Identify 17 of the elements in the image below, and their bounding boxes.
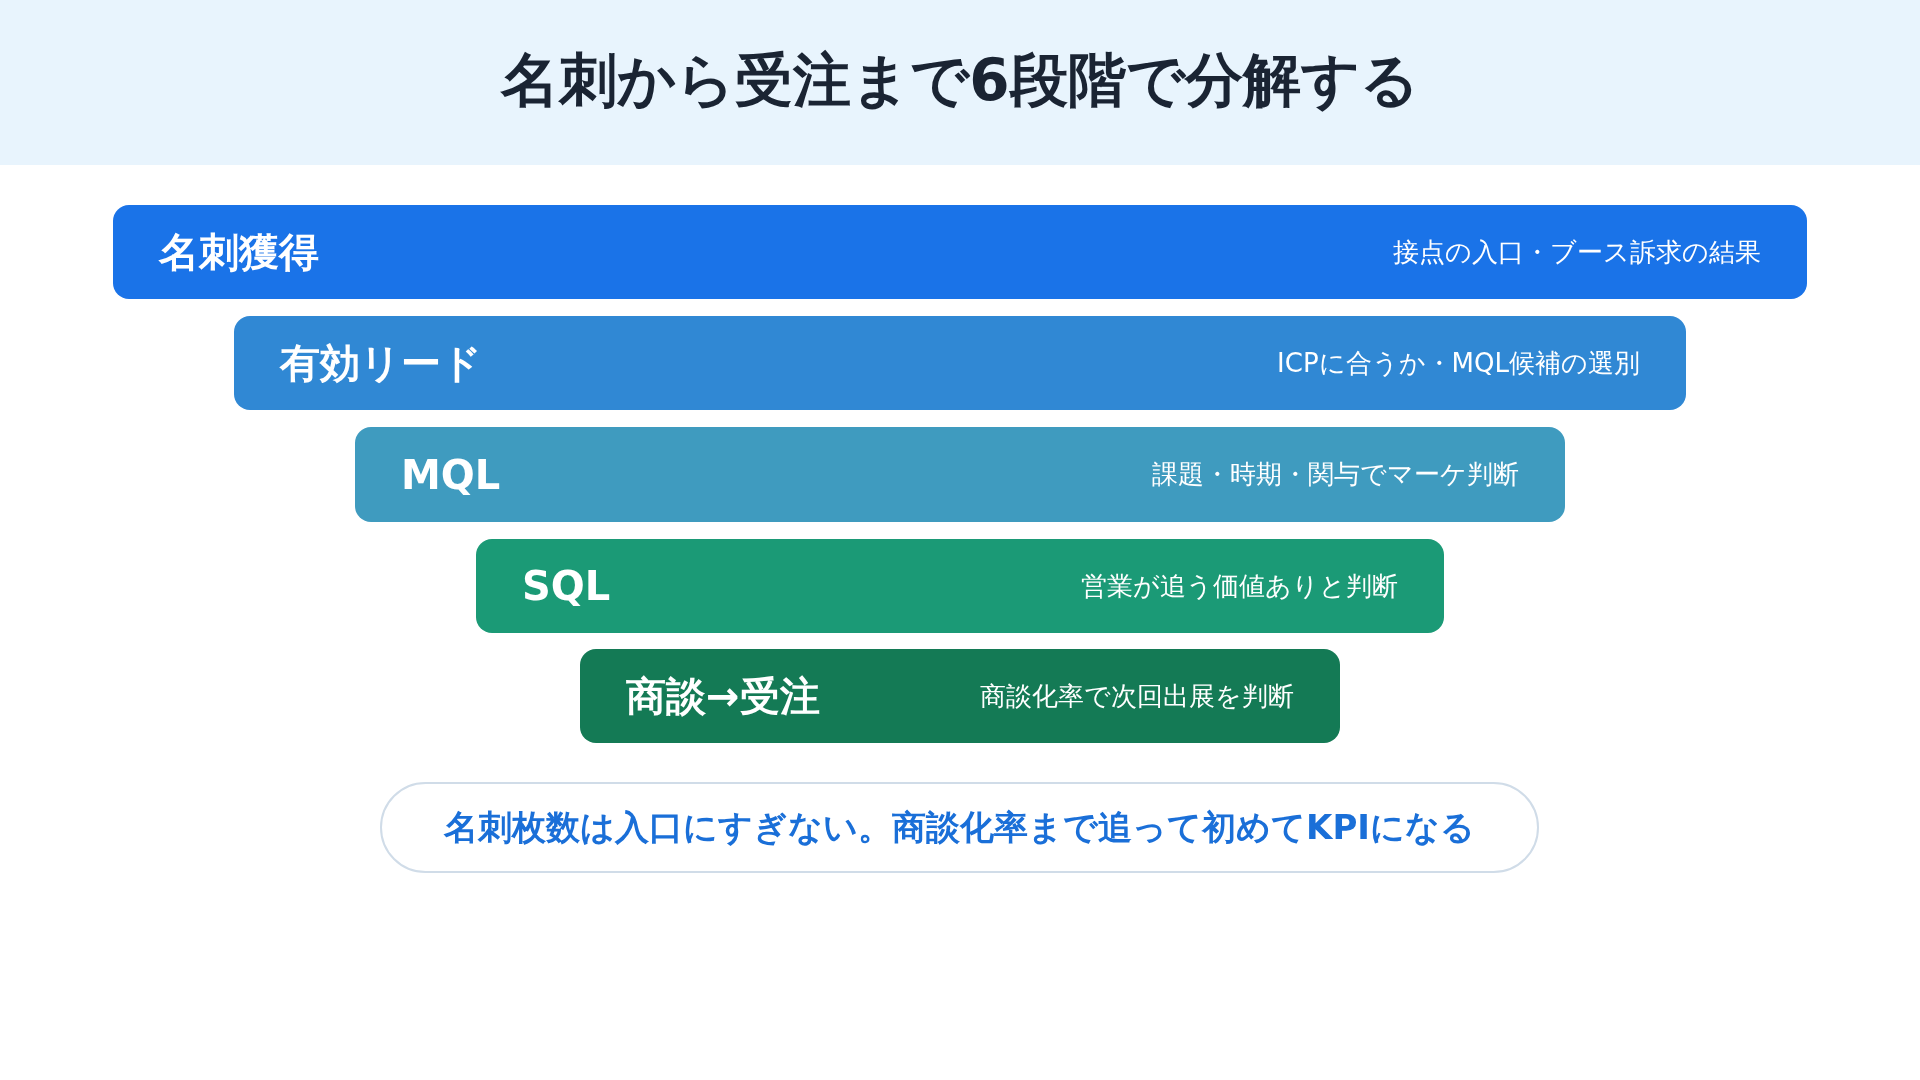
funnel-stage-bar bbox=[113, 205, 1807, 299]
funnel-stage-bar bbox=[476, 539, 1444, 633]
stage-description: 営業が追う価値ありと判断 bbox=[1081, 569, 1398, 603]
stage-description: 接点の入口・ブース訴求の結果 bbox=[1393, 235, 1761, 269]
funnel-stage-bar bbox=[355, 427, 1565, 522]
title: 名刺から受注まで6段階で分解する bbox=[499, 45, 1420, 116]
funnel-stage-bar bbox=[234, 316, 1686, 410]
stage-description: 課題・時期・関与でマーケ判断 bbox=[1152, 458, 1519, 491]
stage-name: SQL bbox=[522, 563, 611, 609]
stage-name: 名刺獲得 bbox=[159, 227, 319, 277]
stage-description: 商談化率で次回出展を判断 bbox=[980, 679, 1294, 713]
funnel-stage-bar bbox=[580, 649, 1340, 743]
stage-name: 商談→受注 bbox=[626, 671, 820, 721]
stage-name: MQL bbox=[401, 451, 501, 498]
stage-name: 有効リード bbox=[280, 338, 482, 388]
note-text: 名刺枚数は入口にすぎない。商談化率まで追って初めてKPIになる bbox=[444, 805, 1475, 849]
stage-description: ICPに合うか・MQL候補の選別 bbox=[1277, 346, 1640, 380]
